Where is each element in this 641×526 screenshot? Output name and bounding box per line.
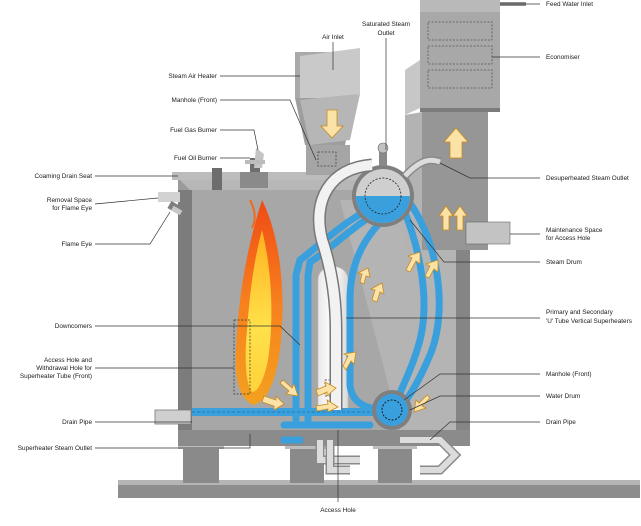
drain-pipe-box — [154, 409, 192, 425]
label-feed-water-inlet: Feed Water Inlet — [546, 1, 593, 8]
economiser-stack — [405, 0, 526, 250]
label-maintenance-space-2: for Access Hole — [546, 235, 591, 242]
label-superheater-steam-outlet: Superheater Steam Outlet — [18, 445, 92, 452]
label-manhole-front-right: Manhole (Front) — [546, 371, 591, 378]
burner-assembly — [212, 148, 268, 190]
label-steam-drum: Steam Drum — [546, 259, 582, 266]
leader-lines — [94, 3, 540, 502]
ground-slab — [118, 484, 640, 498]
label-access-hole-3: Superheater Tube (Front) — [20, 373, 92, 380]
steam-drum — [352, 142, 414, 227]
label-desuperheated-steam-outlet: Desuperheated Steam Outlet — [546, 175, 629, 182]
label-access-hole-bottom: Access Hole — [320, 507, 356, 514]
label-removal-space-1: Removal Space — [47, 197, 93, 204]
label-flame-eye: Flame Eye — [61, 241, 92, 248]
label-access-hole-1: Access Hole and — [44, 357, 92, 364]
labels: Feed Water Inlet Air Inlet Saturated Ste… — [18, 1, 632, 514]
flame-eye-removal-space — [158, 192, 180, 202]
label-steam-air-heater: Steam Air Heater — [168, 73, 218, 80]
label-removal-space-2: for Flame Eye — [52, 205, 92, 212]
label-downcomers: Downcomers — [55, 323, 92, 330]
label-fuel-gas-burner: Fuel Gas Burner — [170, 127, 218, 134]
label-superheaters-1: Primary and Secondary — [546, 309, 614, 316]
maintenance-space-box — [465, 221, 511, 245]
label-manhole-front-top: Manhole (Front) — [172, 97, 217, 104]
label-drain-pipe-right: Drain Pipe — [546, 419, 576, 426]
roof-casing — [172, 172, 472, 180]
flow-arrow-icon — [261, 109, 469, 413]
label-drain-pipe-left: Drain Pipe — [62, 419, 92, 426]
label-saturated-steam-1: Saturated Steam — [362, 21, 410, 28]
label-economiser: Economiser — [546, 54, 581, 61]
label-fuel-oil-burner: Fuel Oil Burner — [174, 155, 218, 162]
superheater-outlet-pipes — [315, 435, 462, 475]
water-drum — [372, 390, 412, 430]
label-access-hole-2: Withdrawal Hole for — [36, 365, 93, 372]
access-hole-outline — [233, 319, 251, 395]
saturated-steam-pipe — [312, 158, 373, 410]
label-water-drum: Water Drum — [546, 393, 580, 400]
label-air-inlet: Air Inlet — [322, 34, 344, 41]
label-saturated-steam-2: Outlet — [377, 30, 394, 37]
label-maintenance-space-1: Maintenance Space — [546, 227, 603, 234]
label-superheaters-2: 'U' Tube Vertical Superheaters — [546, 318, 632, 325]
flame-icon — [235, 199, 283, 405]
label-coaming-drain-seat: Coaming Drain Seat — [34, 173, 92, 180]
steam-air-heater — [295, 48, 360, 175]
flame-eye — [167, 201, 191, 219]
